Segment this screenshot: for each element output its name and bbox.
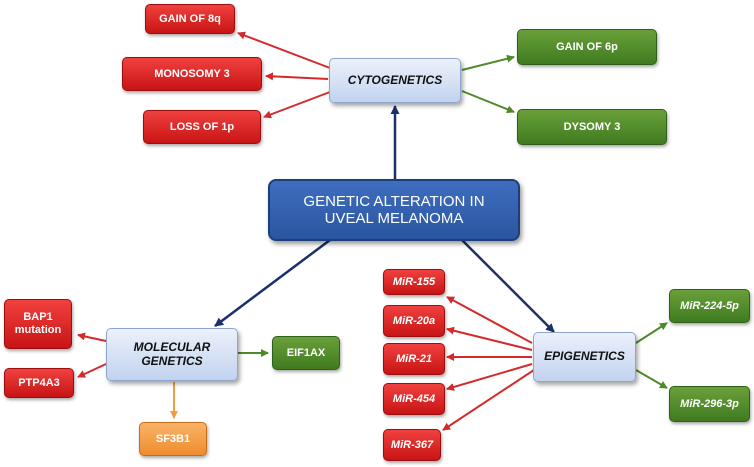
cytogenetics-label: CYTOGENETICS — [347, 72, 443, 87]
mir-155-label: MiR-155 — [392, 275, 436, 288]
mir-21-node: MiR-21 — [383, 343, 445, 375]
mir-224-5p-node: MiR-224-5p — [669, 289, 750, 323]
mir-454-label: MiR-454 — [392, 392, 436, 405]
ptp4a3-label: PTP4A3 — [18, 376, 60, 389]
molecular-label-line1: MOLECULAR — [133, 339, 211, 354]
mir-155-node: MiR-155 — [383, 269, 445, 295]
arrow-cyto-to-loss1p — [263, 91, 331, 119]
mir-367-label: MiR-367 — [390, 438, 434, 451]
eif1ax-node: EIF1AX — [272, 336, 340, 370]
gain-8q-label: GAIN OF 8q — [159, 12, 221, 25]
mir-21-label: MiR-21 — [395, 352, 433, 365]
arrow-epi-to-mir367 — [442, 369, 535, 431]
mir-367-node: MiR-367 — [383, 429, 441, 461]
arrow-center-to-molecular — [214, 238, 331, 328]
molecular-genetics-node: MOLECULAR GENETICS — [106, 328, 238, 381]
arrow-epi-to-mir296 — [635, 369, 668, 389]
gain-6p-label: GAIN OF 6p — [556, 40, 618, 53]
dysomy-3-label: DYSOMY 3 — [563, 120, 621, 133]
gain-8q-node: GAIN OF 8q — [145, 4, 235, 34]
center-title-line1: GENETIC ALTERATION IN — [303, 192, 485, 210]
arrow-cyto-to-gain6p — [461, 54, 515, 71]
center-node-genetic-alteration: GENETIC ALTERATION IN UVEAL MELANOMA — [268, 179, 520, 241]
arrow-cyto-to-gain8q — [237, 31, 331, 69]
epigenetics-label: EPIGENETICS — [544, 349, 625, 364]
arrow-center-to-epigenetics — [461, 239, 555, 333]
arrow-cyto-to-dysomy3 — [461, 90, 515, 114]
arrow-epi-to-mir155 — [446, 296, 533, 344]
mir-296-3p-label: MiR-296-3p — [680, 397, 739, 410]
sf3b1-label: SF3B1 — [155, 432, 191, 445]
sf3b1-node: SF3B1 — [139, 422, 207, 456]
center-title-line2: UVEAL MELANOMA — [324, 210, 464, 227]
gain-6p-node: GAIN OF 6p — [517, 29, 657, 65]
mutation-label: mutation — [14, 324, 62, 336]
eif1ax-label: EIF1AX — [286, 346, 326, 359]
arrow-cyto-to-monosomy3 — [265, 72, 329, 81]
dysomy-3-node: DYSOMY 3 — [517, 109, 667, 145]
epigenetics-node: EPIGENETICS — [533, 332, 636, 382]
mir-20a-label: MiR-20a — [392, 314, 436, 327]
loss-1p-label: LOSS OF 1p — [169, 120, 235, 133]
mir-20a-node: MiR-20a — [383, 305, 445, 337]
bap1-label: BAP1 — [23, 311, 53, 324]
mir-454-node: MiR-454 — [383, 383, 445, 415]
loss-1p-node: LOSS OF 1p — [143, 110, 261, 144]
mir-296-3p-node: MiR-296-3p — [669, 386, 750, 422]
arrow-mol-to-bap1 — [77, 332, 107, 342]
monosomy-3-label: MONOSOMY 3 — [154, 67, 230, 80]
arrow-epi-to-mir20a — [446, 326, 533, 351]
mir-224-5p-label: MiR-224-5p — [680, 299, 739, 312]
cytogenetics-node: CYTOGENETICS — [329, 58, 461, 103]
arrow-mol-to-ptp4a3 — [77, 363, 107, 378]
monosomy-3-node: MONOSOMY 3 — [122, 57, 262, 91]
bap1-mutation-node: BAP1 mutation — [4, 299, 72, 349]
molecular-label-line2: GENETICS — [141, 353, 203, 368]
ptp4a3-node: PTP4A3 — [4, 368, 74, 398]
arrow-epi-to-mir224 — [635, 322, 668, 344]
arrow-epi-to-mir454 — [446, 363, 533, 391]
